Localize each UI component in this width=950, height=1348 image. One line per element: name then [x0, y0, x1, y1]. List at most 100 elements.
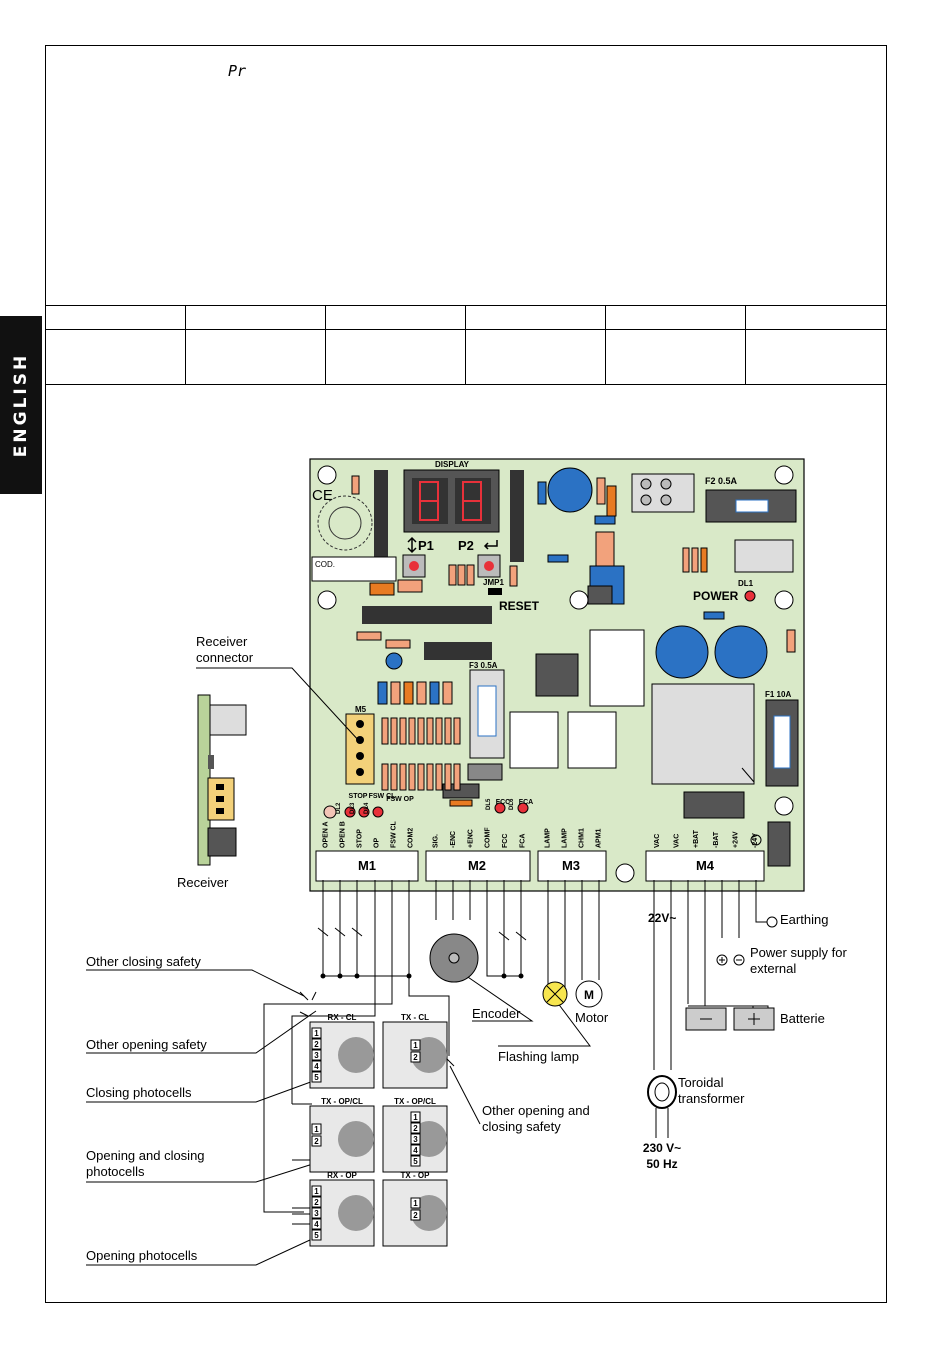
- cod-label: COD.: [315, 560, 335, 569]
- earthing-icon: [766, 916, 778, 928]
- m5-pin: [356, 736, 364, 744]
- terminal-block-label: M2: [468, 858, 486, 873]
- op-cl-photocells-label-2: photocells: [86, 1164, 145, 1179]
- terminal-pin-label: +BAT: [693, 829, 700, 848]
- ic-strip: [374, 470, 388, 562]
- photocell-terminal-number: 4: [314, 1220, 319, 1229]
- resistor: [417, 763, 425, 791]
- terminal-block-label: M3: [562, 858, 580, 873]
- toroidal-label-2: transformer: [678, 1091, 745, 1106]
- lamp-cross: [546, 985, 564, 1003]
- resistor: [381, 717, 389, 745]
- photocell-label: RX - CL: [328, 1013, 357, 1022]
- terminal-pin-label: +24V: [733, 831, 740, 848]
- p1-button-cap: [409, 561, 419, 571]
- resistor: [435, 763, 443, 791]
- enter-arrow-icon: [483, 540, 498, 550]
- terminal-pin-label: -ENC: [450, 831, 457, 848]
- component: [403, 681, 414, 705]
- jmp1-label: JMP1: [483, 578, 504, 587]
- f1-label: F1 10A: [765, 690, 791, 699]
- motor-icon: [575, 980, 603, 1008]
- jmp1-jumper[interactable]: [488, 588, 502, 595]
- p1-label: P1: [418, 538, 434, 553]
- ic-strip: [510, 470, 524, 562]
- date-seal: [317, 495, 373, 551]
- resistor: [691, 547, 699, 573]
- resistor: [399, 717, 407, 745]
- led-caption: FSW CL: [369, 793, 397, 800]
- power-supply-label-1: Power supply for: [750, 945, 847, 960]
- m5-pin: [356, 768, 364, 776]
- earth-icon: [750, 834, 762, 846]
- f2-label: F2 0.5A: [705, 476, 738, 486]
- receiver-pin: [216, 808, 224, 814]
- terminal-pin-label: FCC: [502, 834, 509, 848]
- mains-label-2: 50 Hz: [646, 1157, 677, 1171]
- motor-symbol: M: [584, 988, 594, 1002]
- resistor-stack: [595, 531, 615, 567]
- resistor: [399, 763, 407, 791]
- photocell-lens-icon: [338, 1121, 374, 1157]
- m5-label: M5: [355, 705, 367, 714]
- mains-wires: [655, 1108, 669, 1138]
- photocell-terminal-number: 2: [314, 1198, 319, 1207]
- terminal-pin-label: +ENC: [467, 829, 474, 848]
- encoder-label: Encoder: [472, 1006, 521, 1021]
- photocell-terminal: [410, 1144, 421, 1156]
- leader-other-closing: [86, 969, 305, 997]
- table-col-divider: [325, 305, 326, 384]
- diode: [703, 611, 725, 620]
- terminal-pin-label: LAMP: [545, 828, 552, 848]
- terminal-pin-label: -24V: [752, 833, 759, 848]
- transformer-mark: [741, 767, 755, 783]
- mains-label-1: 230 V~: [643, 1141, 681, 1155]
- ic-strip: [362, 606, 492, 624]
- power-supply-label-2: external: [750, 961, 796, 976]
- photocell-terminal-number: 2: [413, 1124, 418, 1133]
- language-tab: ENGLISH: [0, 316, 42, 494]
- display-label: DISPLAY: [435, 460, 470, 469]
- power-label: POWER: [693, 589, 739, 603]
- photocell-terminal: [311, 1027, 322, 1039]
- photocell-terminal-number: 5: [413, 1157, 418, 1166]
- capacitor: [537, 481, 547, 505]
- up-down-arrow-icon: [407, 536, 417, 554]
- led-dl6: [517, 802, 529, 814]
- photocell-terminal: [410, 1122, 421, 1134]
- earthing-label: Earthing: [780, 912, 828, 927]
- terminal-block-m3: [537, 850, 607, 882]
- p2-button-cap: [484, 561, 494, 571]
- cod-box: [311, 556, 397, 582]
- connector-block: [734, 539, 794, 573]
- inductor: [467, 763, 503, 781]
- led-caption: STOP: [349, 793, 368, 800]
- photocell-terminal-number: 2: [314, 1137, 319, 1146]
- photocell-terminal: [410, 1155, 421, 1167]
- component: [429, 681, 440, 705]
- terminal-pin-label: COMF: [485, 827, 492, 848]
- photocell-terminal-number: 1: [314, 1187, 319, 1196]
- digit-segments: [419, 481, 439, 521]
- receiver-label: Receiver: [177, 875, 229, 890]
- terminal-pin-label: STOP: [357, 829, 364, 848]
- photocell-terminal: [311, 1049, 322, 1061]
- mount-hole: [774, 796, 794, 816]
- mount-hole: [569, 590, 589, 610]
- m5-pin: [356, 720, 364, 728]
- photocell-terminal: [311, 1038, 322, 1050]
- resistor: [390, 717, 398, 745]
- led: [323, 805, 337, 819]
- resistor: [466, 564, 475, 586]
- resistor: [700, 547, 708, 573]
- terminal-block-label: M4: [696, 858, 715, 873]
- terminal-pin-label: VAC: [674, 834, 681, 848]
- ce-mark: CE: [312, 487, 333, 504]
- photocell-terminal-number: 3: [314, 1209, 319, 1218]
- regulator: [587, 585, 613, 605]
- led-dl5: [494, 802, 506, 814]
- table-col-divider: [465, 305, 466, 384]
- capacitor: [547, 467, 593, 513]
